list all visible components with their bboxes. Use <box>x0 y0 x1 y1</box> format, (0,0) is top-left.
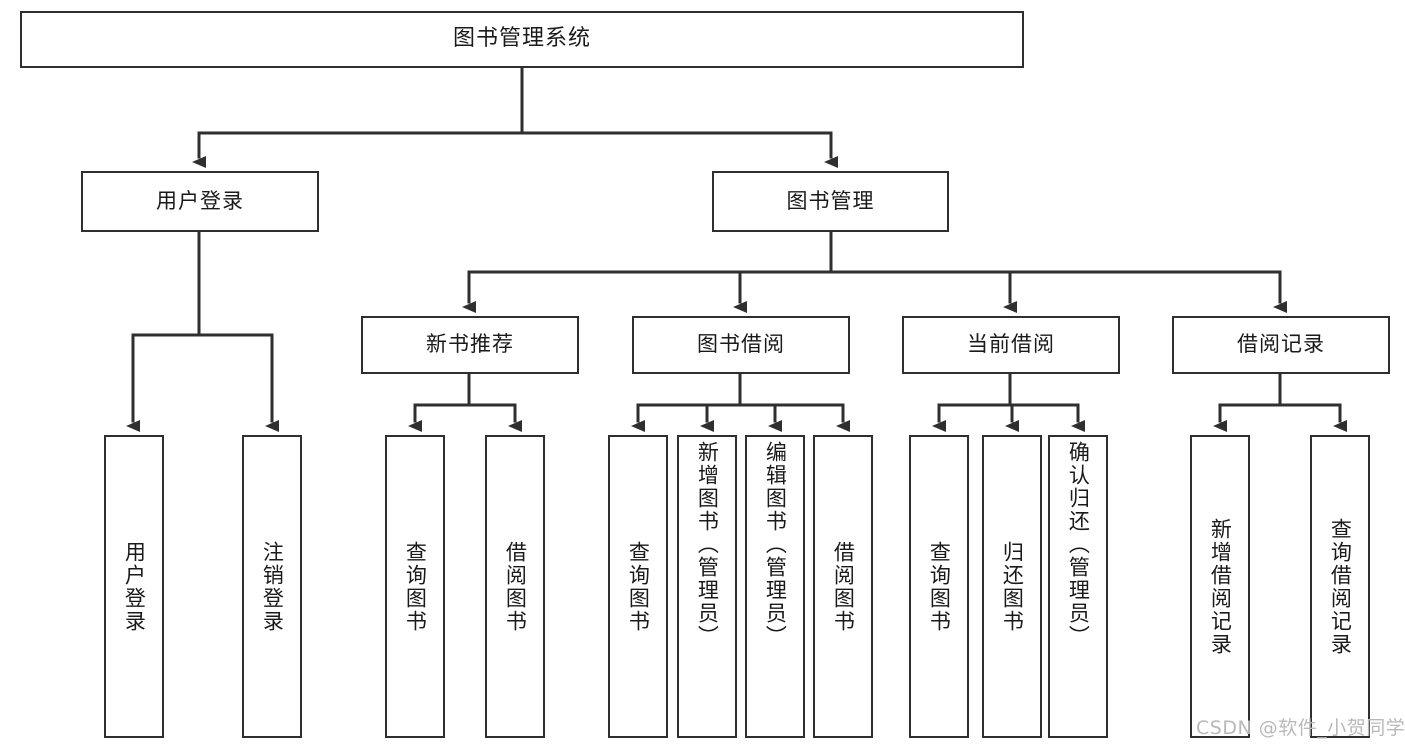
node-book-management-label: 图书管理 <box>786 188 875 213</box>
leaf-query-book-recommend-label: 查询图书 <box>403 540 428 633</box>
node-current-borrow[interactable]: 当前借阅 <box>902 316 1120 374</box>
node-book-borrow[interactable]: 图书借阅 <box>632 316 850 374</box>
node-book-borrow-label: 图书借阅 <box>697 332 785 357</box>
node-root-system[interactable]: 图书管理系统 <box>20 11 1024 68</box>
watermark-text: CSDN @软件_小贺同学 <box>1196 717 1405 739</box>
leaf-confirm-return-admin[interactable]: 确认归还（管理员） <box>1048 435 1108 738</box>
leaf-user-login-label: 用户登录 <box>122 540 147 633</box>
node-new-book-recommend-label: 新书推荐 <box>426 332 514 357</box>
leaf-query-book-borrow-label: 查询图书 <box>626 540 651 633</box>
leaf-lend-book[interactable]: 借阅图书 <box>813 435 873 738</box>
leaf-query-book-borrow[interactable]: 查询图书 <box>608 435 668 738</box>
leaf-query-book-current[interactable]: 查询图书 <box>909 435 969 738</box>
leaf-borrow-book-recommend-label: 借阅图书 <box>503 540 528 633</box>
leaf-confirm-return-admin-label: 确认归还（管理员） <box>1066 441 1091 648</box>
node-current-borrow-label: 当前借阅 <box>967 332 1055 357</box>
leaf-borrow-book-recommend[interactable]: 借阅图书 <box>485 435 545 738</box>
node-book-management[interactable]: 图书管理 <box>712 171 949 232</box>
leaf-add-book-admin[interactable]: 新增图书（管理员） <box>677 435 737 738</box>
leaf-add-borrow-record-label: 新增借阅记录 <box>1208 517 1233 656</box>
leaf-logout[interactable]: 注销登录 <box>242 435 302 738</box>
leaf-edit-book-admin[interactable]: 编辑图书（管理员） <box>745 435 805 738</box>
node-borrow-records[interactable]: 借阅记录 <box>1172 316 1390 374</box>
leaf-query-book-recommend[interactable]: 查询图书 <box>385 435 445 738</box>
leaf-add-borrow-record[interactable]: 新增借阅记录 <box>1190 435 1250 738</box>
leaf-logout-label: 注销登录 <box>260 540 285 633</box>
leaf-add-book-admin-label: 新增图书（管理员） <box>695 441 720 648</box>
leaf-lend-book-label: 借阅图书 <box>831 540 856 633</box>
node-user-login[interactable]: 用户登录 <box>81 171 319 232</box>
leaf-user-login[interactable]: 用户登录 <box>104 435 164 738</box>
node-new-book-recommend[interactable]: 新书推荐 <box>361 316 579 374</box>
leaf-return-book[interactable]: 归还图书 <box>982 435 1042 738</box>
leaf-edit-book-admin-label: 编辑图书（管理员） <box>763 441 788 648</box>
node-root-system-label: 图书管理系统 <box>452 26 591 52</box>
node-borrow-records-label: 借阅记录 <box>1237 332 1325 357</box>
leaf-query-borrow-record-label: 查询借阅记录 <box>1328 517 1353 656</box>
leaf-query-book-current-label: 查询图书 <box>927 540 952 633</box>
leaf-return-book-label: 归还图书 <box>1000 540 1025 633</box>
node-user-login-label: 用户登录 <box>156 188 244 213</box>
leaf-query-borrow-record[interactable]: 查询借阅记录 <box>1310 435 1370 738</box>
